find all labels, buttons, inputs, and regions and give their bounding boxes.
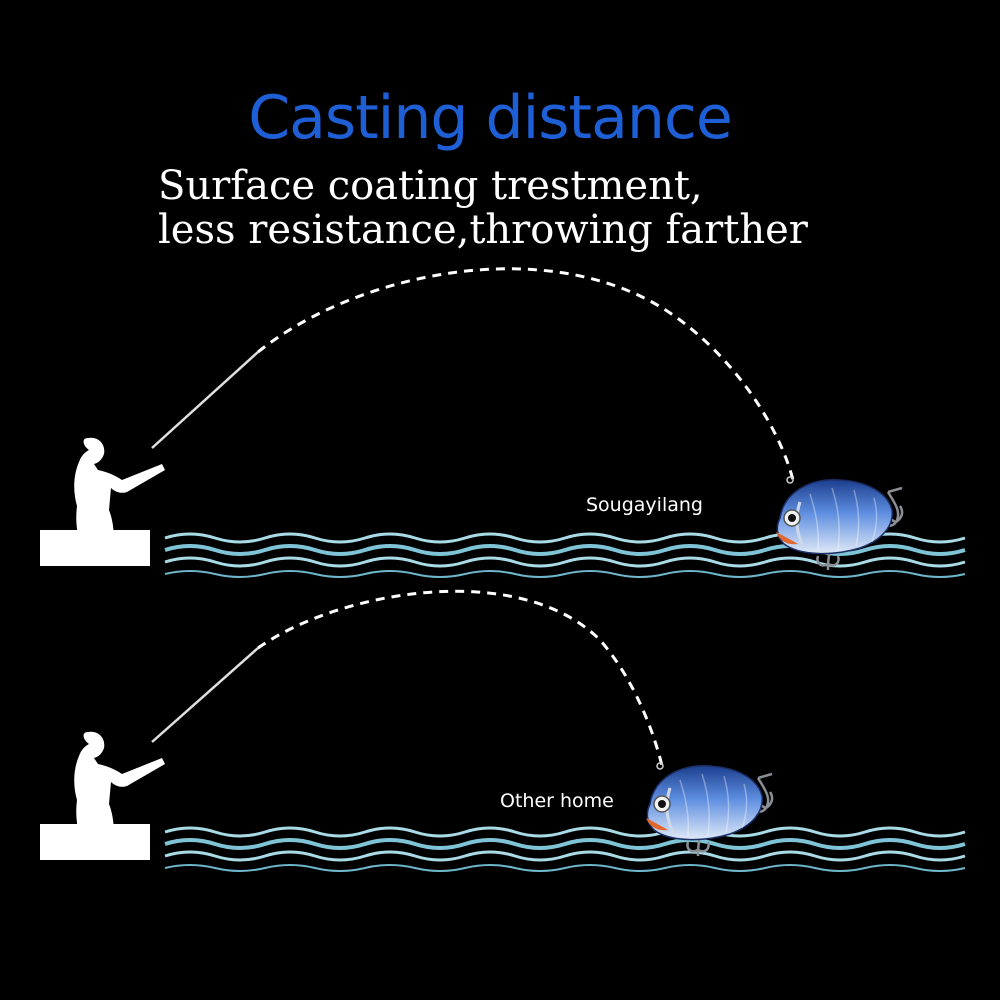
label-other-home: Other home bbox=[500, 790, 614, 812]
angler-silhouette-icon bbox=[40, 437, 165, 566]
label-sougayilang: Sougayilang bbox=[586, 494, 703, 516]
cast-line-dashed bbox=[257, 589, 665, 771]
fishing-lure-icon bbox=[774, 475, 904, 572]
fishing-rod bbox=[151, 351, 259, 449]
top-casting-scene bbox=[40, 267, 967, 579]
subtitle-line-2: less resistance,throwing farther bbox=[158, 207, 808, 253]
angler-silhouette-icon bbox=[40, 731, 165, 860]
bottom-casting-scene bbox=[40, 589, 967, 873]
subtitle-line-1: Surface coating trestment, bbox=[158, 163, 703, 209]
page-title: Casting distance bbox=[248, 83, 733, 153]
fishing-rod bbox=[151, 647, 259, 743]
cast-line-dashed bbox=[257, 267, 795, 481]
wave-icon bbox=[163, 826, 967, 873]
